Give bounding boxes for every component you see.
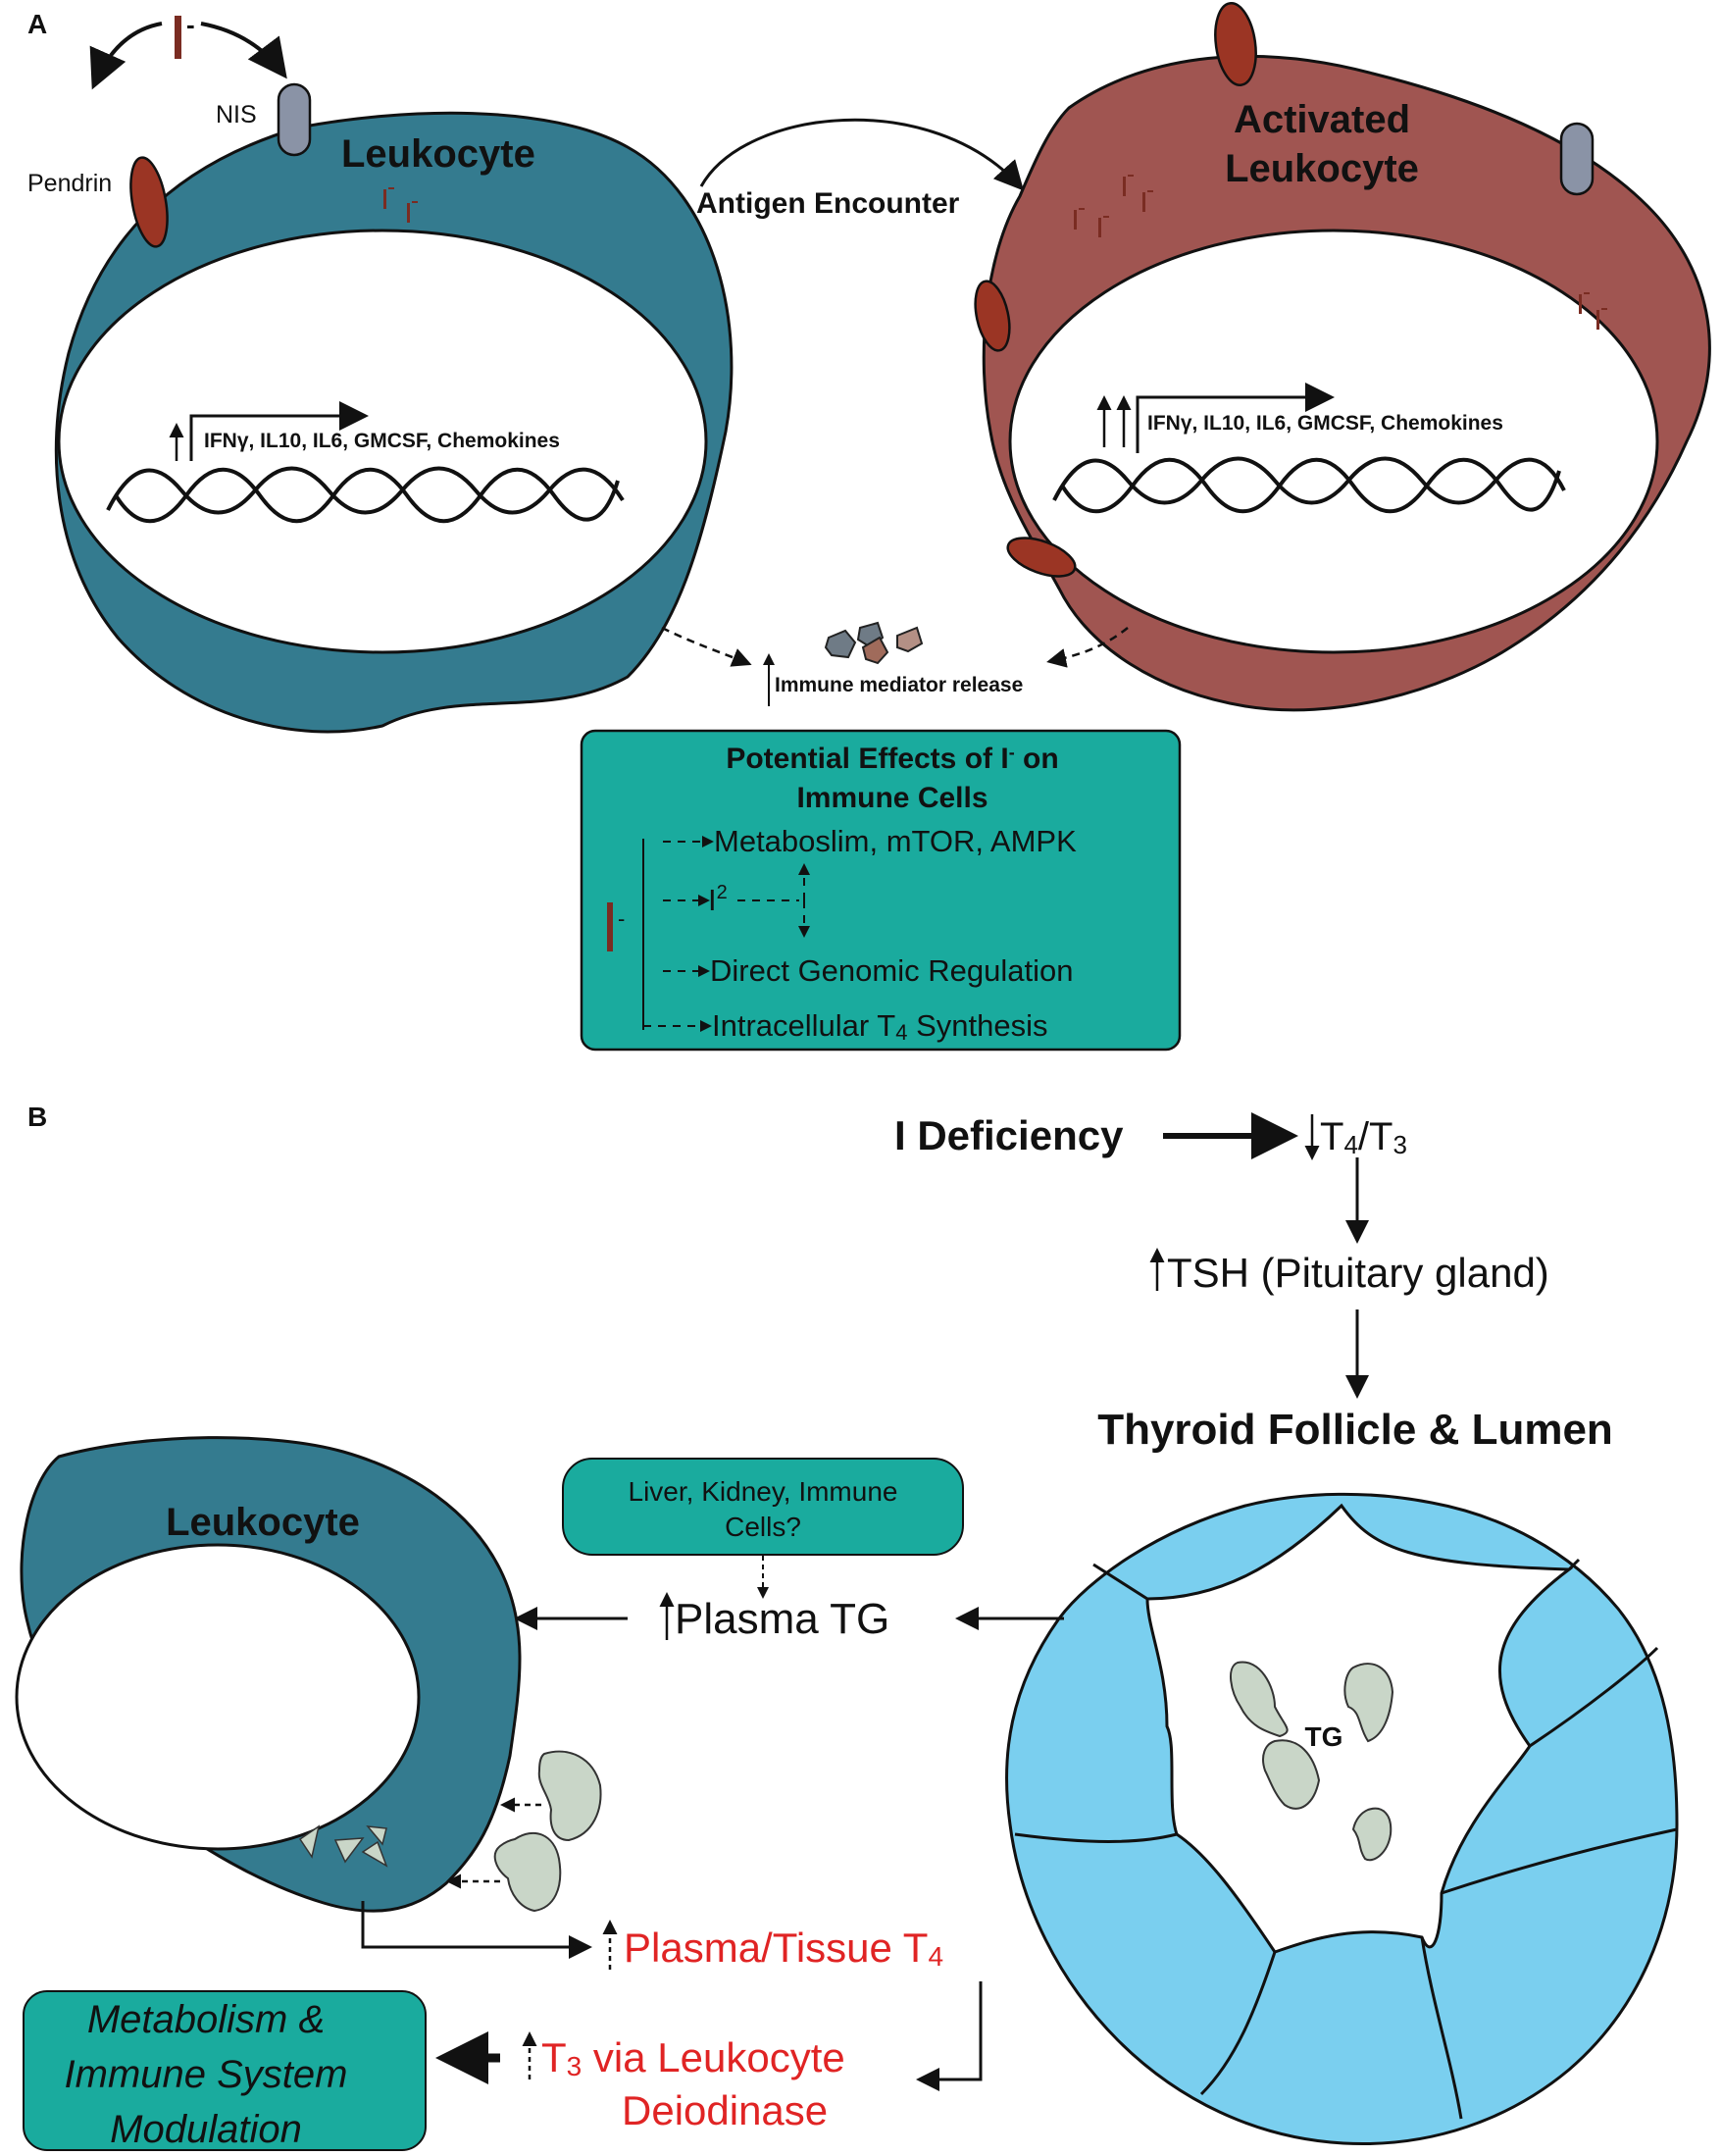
liver-kidney-line1: Liver, Kidney, Immune bbox=[629, 1476, 898, 1507]
leukocyte-to-t4-arrow bbox=[361, 1901, 592, 1959]
tg-label: TG bbox=[1305, 1721, 1343, 1752]
liver-kidney-line2: Cells? bbox=[725, 1512, 801, 1542]
svg-text:-: - bbox=[186, 10, 195, 39]
mediator-release-label: Immune mediator release bbox=[775, 674, 1023, 696]
activated-dna-helix bbox=[1052, 456, 1566, 514]
thyroid-title: Thyroid Follicle & Lumen bbox=[1097, 1406, 1613, 1454]
plasma-tg-label: Plasma TG bbox=[675, 1595, 889, 1643]
leukocyte-nucleus bbox=[57, 229, 708, 654]
iodide-influx-arrow bbox=[200, 22, 287, 79]
tg-proteins bbox=[1230, 1661, 1394, 1862]
gene-list-label: IFNγ, IL10, IL6, GMCSF, Chemokines bbox=[204, 430, 560, 452]
activated-pendrin-left bbox=[974, 280, 1011, 352]
leukocyte-b-title: Leukocyte bbox=[166, 1501, 360, 1544]
panel-a-letter: A bbox=[27, 9, 47, 39]
dna-helix bbox=[106, 466, 625, 524]
immune-mediator-particles bbox=[824, 621, 924, 665]
effects-box-iodide: - bbox=[607, 902, 625, 951]
activated-title-line1: Activated bbox=[1234, 98, 1410, 141]
transcription-arrow bbox=[189, 401, 369, 461]
effects-box bbox=[580, 729, 1182, 1052]
tsh-label: TSH (Pituitary gland) bbox=[1167, 1250, 1549, 1296]
pendrin-transporter bbox=[129, 156, 169, 248]
t3-line2: Deiodinase bbox=[622, 2087, 828, 2133]
thyroid-follicle bbox=[1005, 1492, 1679, 2146]
t4-to-t3-arrow bbox=[916, 1981, 983, 2091]
leukocyte-release-arrow bbox=[661, 626, 752, 667]
tg-uptake-proteins bbox=[493, 1750, 602, 1913]
leukocyte-b-nucleus bbox=[15, 1543, 421, 1851]
nis-transporter bbox=[277, 82, 312, 157]
modulation-line2: Immune System bbox=[65, 2053, 348, 2096]
activated-pendrin-top bbox=[1214, 2, 1257, 86]
activated-intracellular-iodide bbox=[1074, 175, 1607, 330]
svg-text:-: - bbox=[618, 906, 625, 931]
activated-transcription-arrow bbox=[1136, 383, 1335, 453]
activated-nis-transporter bbox=[1559, 122, 1595, 196]
effect-item-metabolism: Metaboslim, mTOR, AMPK bbox=[714, 824, 1077, 858]
leukocyte-title: Leukocyte bbox=[341, 132, 535, 176]
antigen-encounter-label: Antigen Encounter bbox=[696, 187, 960, 220]
effect-item-i2: I2 bbox=[708, 882, 728, 917]
panel-b-letter: B bbox=[27, 1102, 47, 1132]
plasma-tissue-t4-label: Plasma/Tissue T4 bbox=[624, 1925, 943, 1972]
liver-kidney-box bbox=[562, 1458, 964, 1556]
modulation-line1: Metabolism & bbox=[87, 1998, 325, 2041]
internalized-tg-fragments bbox=[298, 1824, 388, 1868]
intracellular-iodide bbox=[383, 187, 418, 223]
effect-item-genomic: Direct Genomic Regulation bbox=[710, 953, 1073, 988]
modulation-box bbox=[23, 1990, 427, 2151]
effect-item-t4-synthesis: Intracellular T4 Synthesis bbox=[712, 1008, 1048, 1045]
activated-leukocyte-nucleus bbox=[1008, 229, 1659, 654]
activated-release-arrow bbox=[1046, 627, 1129, 668]
antigen-encounter-arrow bbox=[699, 118, 1025, 191]
nis-label: NIS bbox=[216, 101, 257, 128]
activated-pendrin-bottom bbox=[1006, 537, 1077, 578]
effects-box-title-line1: Potential Effects of I- on bbox=[726, 743, 1058, 775]
extracellular-iodide: - bbox=[175, 10, 195, 59]
activated-title-line2: Leukocyte bbox=[1225, 147, 1419, 190]
i-deficiency-label: I Deficiency bbox=[894, 1112, 1124, 1158]
t4t3-label: T4/T3 bbox=[1320, 1115, 1407, 1159]
effects-branch-arrows bbox=[643, 836, 810, 1032]
activated-gene-list-label: IFNγ, IL10, IL6, GMCSF, Chemokines bbox=[1147, 412, 1503, 435]
effects-box-title-line2: Immune Cells bbox=[796, 782, 988, 814]
iodide-efflux-arrow bbox=[89, 22, 163, 90]
pendrin-label: Pendrin bbox=[27, 170, 112, 197]
t3-line1: T3 via Leukocyte bbox=[541, 2034, 845, 2081]
modulation-line3: Modulation bbox=[110, 2108, 302, 2151]
